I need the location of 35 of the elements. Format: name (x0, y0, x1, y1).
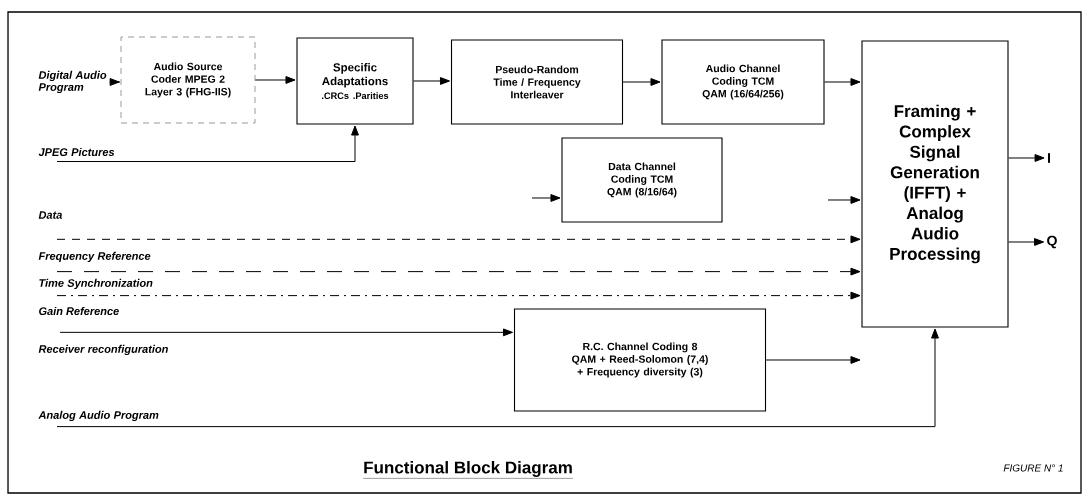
dashed-arrow (56, 291, 861, 300)
process-box: Audio Source Coder MPEG 2 Layer 3 (FHG-IIS) (120, 36, 256, 124)
process-box: R.C. Channel Coding 8 QAM + Reed-Solomon (7,4) + Frequency diversity (3) (513, 308, 767, 412)
dashed-arrow (56, 267, 861, 276)
arrow (1008, 154, 1045, 162)
arrow (765, 356, 861, 364)
input-label: Receiver reconfiguration (38, 344, 168, 356)
input-label: Analog Audio Program (38, 410, 159, 422)
output-label: Q (1047, 235, 1057, 249)
input-label: Digital Audio Program (38, 70, 107, 94)
process-box: Pseudo-Random Time / Frequency Interleaver (450, 39, 624, 125)
process-box: Framing + Complex Signal Generation (IFFT) + Analog Audio Processing (861, 40, 1009, 328)
input-label: JPEG Pictures (38, 147, 115, 157)
signal-label: Gain Reference (39, 306, 119, 316)
arrow (413, 77, 450, 85)
arrow (531, 194, 561, 202)
arrow (254, 76, 296, 84)
arrow (827, 196, 861, 204)
figure-number: FIGURE N° 1 (1003, 464, 1063, 472)
input-label: Frequency Reference (38, 251, 151, 263)
process-box: Data Channel Coding TCM QAM (8/16/64) (561, 137, 723, 223)
arrow (824, 78, 861, 86)
arrow (56, 328, 939, 428)
process-box: Specific Adaptations .CRCs .Parities (296, 37, 414, 125)
arrow (1008, 238, 1045, 246)
arrow (109, 78, 121, 86)
arrow (622, 78, 661, 86)
input-label: Time Synchronization (39, 278, 153, 290)
output-label: I (1048, 153, 1050, 163)
arrow (59, 328, 513, 337)
diagram-title: Functional Block Diagram (362, 461, 574, 479)
arrow (56, 125, 359, 163)
process-box: Audio Channel Coding TCM QAM (16/64/256) (661, 39, 825, 125)
dashed-arrow (56, 235, 861, 244)
input-label: Data (38, 211, 62, 219)
